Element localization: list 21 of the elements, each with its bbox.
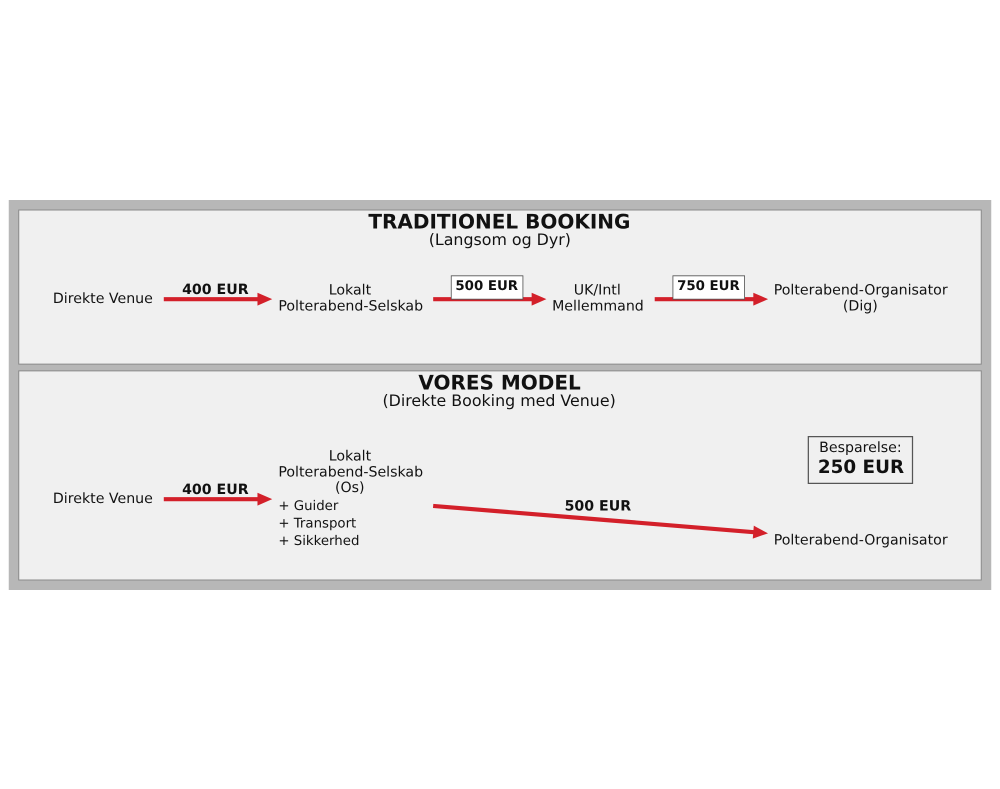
- node-label: + Guider: [278, 498, 338, 514]
- arrow: [432, 503, 768, 538]
- edge-label: 400 EUR: [182, 281, 249, 298]
- arrow: [164, 292, 272, 306]
- node-text: Lokalt Polterabend-Selskab: [278, 282, 424, 314]
- node-text: Polterabend-Organisator: [774, 532, 948, 548]
- arrow: [164, 492, 272, 506]
- node-text: Polterabend-Organisator (Dig): [774, 282, 948, 314]
- edge-label: 500 EUR: [564, 498, 632, 514]
- node-box: Besparelse: 250 EUR: [808, 436, 914, 484]
- node-label: + Transport: [278, 516, 356, 531]
- arrow: [654, 292, 768, 306]
- node-text: Direkte Venue: [52, 490, 153, 506]
- node-text: Lokalt Polterabend-Selskab (Os): [278, 448, 424, 496]
- arrow: [433, 292, 546, 306]
- edge-label: 400 EUR: [182, 481, 249, 498]
- edge-label: 500 EUR: [455, 278, 518, 294]
- node-text: UK/Intl Mellemmand: [552, 282, 644, 314]
- node-label: + Sikkerhed: [278, 533, 360, 548]
- node-text: Direkte Venue: [52, 290, 153, 306]
- edge-label: 750 EUR: [677, 278, 740, 294]
